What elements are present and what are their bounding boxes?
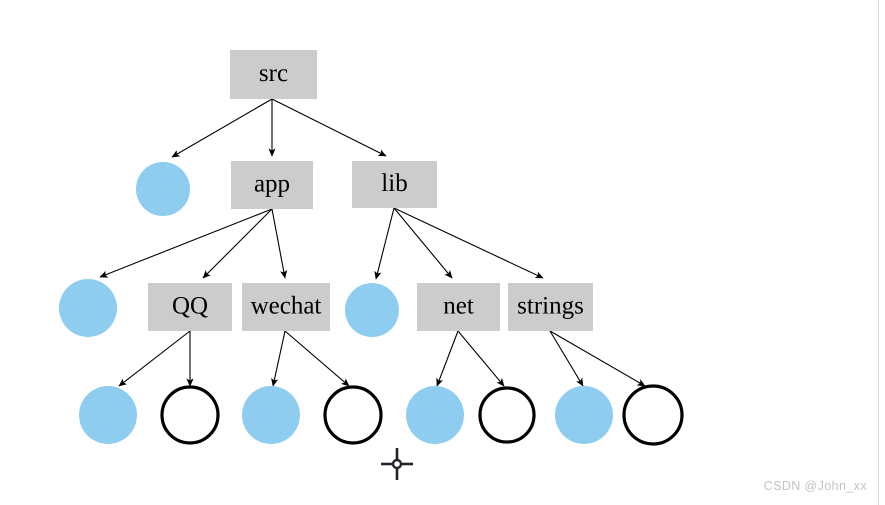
node-circle-c-l4-2-hollow[interactable] [160, 385, 220, 445]
node-label-app: app [254, 171, 290, 198]
right-edge-rule [878, 0, 879, 505]
edge-layer [99, 98, 646, 387]
node-label-QQ: QQ [172, 293, 208, 320]
edge-strings-to-c-l4-8-hollow [549, 330, 646, 387]
edge-src-to-lib [271, 98, 387, 157]
node-circle-c-l4-7-blue[interactable] [555, 386, 613, 444]
edge-lib-to-c-l3b-blue [374, 207, 395, 280]
edge-QQ-to-c-l4-1-blue [118, 330, 191, 387]
node-circle-c-l4-5-blue[interactable] [406, 386, 464, 444]
edge-net-to-c-l4-6-hollow [457, 330, 505, 387]
node-circle-c-l3b-blue[interactable] [345, 283, 399, 337]
node-label-wechat: wechat [251, 293, 322, 320]
circle-layer [59, 162, 684, 446]
node-circle-c-l2-blue[interactable] [136, 162, 190, 216]
node-circle-c-l4-1-blue[interactable] [79, 386, 137, 444]
edge-app-to-QQ [202, 208, 273, 279]
node-box-lib[interactable]: lib [352, 161, 437, 208]
edge-wechat-to-c-l4-3-blue [271, 330, 286, 387]
node-label-net: net [443, 293, 474, 320]
node-label-strings: strings [517, 293, 584, 320]
edge-strings-to-c-l4-7-blue [549, 330, 584, 387]
node-box-QQ[interactable]: QQ [148, 283, 232, 331]
edge-lib-to-net [393, 207, 453, 279]
edge-net-to-c-l4-5-blue [436, 330, 459, 387]
node-circle-c-l3a-blue[interactable] [59, 279, 117, 337]
node-box-net[interactable]: net [417, 283, 500, 331]
node-circle-c-l4-3-blue[interactable] [242, 386, 300, 444]
node-box-app[interactable]: app [231, 161, 313, 209]
edge-wechat-to-c-l4-4-hollow [284, 330, 350, 387]
node-box-strings[interactable]: strings [508, 283, 593, 331]
node-label-src: src [259, 60, 288, 87]
node-box-src[interactable]: src [230, 50, 317, 99]
edge-app-to-wechat [271, 208, 288, 279]
node-label-lib: lib [381, 170, 407, 197]
node-circle-c-l4-8-hollow[interactable] [622, 384, 684, 446]
edge-lib-to-strings [393, 207, 544, 279]
edge-app-to-c-l3a-blue [99, 208, 273, 278]
node-box-wechat[interactable]: wechat [242, 283, 330, 331]
node-circle-c-l4-4-hollow[interactable] [323, 385, 383, 445]
edge-src-to-c-l2-blue [171, 98, 273, 158]
node-circle-c-l4-6-hollow[interactable] [478, 386, 536, 444]
watermark-text: CSDN @John_xx [763, 479, 867, 493]
